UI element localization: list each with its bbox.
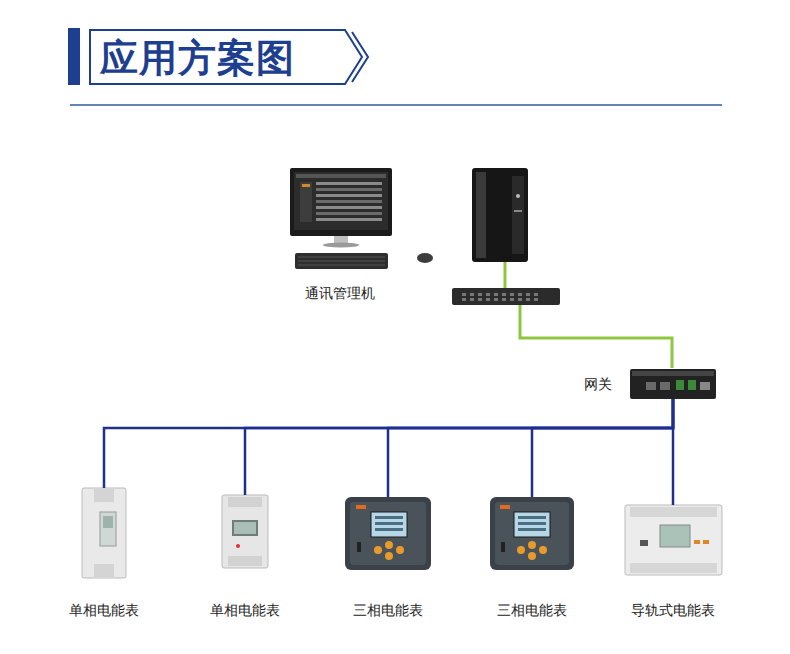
device-label: 单相电能表 <box>208 601 282 619</box>
gateway-device <box>630 369 716 399</box>
title-bar <box>68 28 80 85</box>
bus-line <box>245 399 673 495</box>
meter-device <box>222 495 268 568</box>
bus-line <box>388 399 673 497</box>
meter-device <box>82 488 126 578</box>
meter-node: 三相电能表 <box>490 497 574 619</box>
meter-device <box>345 497 431 570</box>
device-area <box>67 488 141 578</box>
meter-node: 导轨式电能表 <box>625 505 722 619</box>
title-chevron <box>352 32 368 82</box>
device-label: 导轨式电能表 <box>625 601 722 619</box>
meter-device <box>490 497 574 570</box>
meter-device <box>625 505 722 575</box>
gateway-node: 网关 <box>584 369 716 399</box>
divider <box>70 104 722 106</box>
device-area <box>208 495 282 568</box>
device-area <box>625 505 722 575</box>
device-label: 通讯管理机 <box>288 284 392 302</box>
network-switch <box>452 288 560 305</box>
title-frame <box>90 30 362 84</box>
device-label: 网关 <box>584 375 612 393</box>
server-tower <box>472 168 528 262</box>
meter-node: 单相电能表 <box>67 488 141 619</box>
device-label: 单相电能表 <box>67 601 141 619</box>
device-area <box>345 497 431 570</box>
device-area <box>288 168 392 272</box>
bus-line <box>672 399 675 505</box>
meter-node: 三相电能表 <box>345 497 431 619</box>
meter-node: 单相电能表 <box>208 495 282 619</box>
device-label: 三相电能表 <box>345 601 431 619</box>
ethernet-wire <box>520 305 672 368</box>
bus-line <box>532 399 673 497</box>
diagram-title: 应用方案图 <box>100 33 295 84</box>
monitor <box>290 168 433 269</box>
computer-node: 通讯管理机 <box>288 168 392 302</box>
device-label: 三相电能表 <box>490 601 574 619</box>
ethernet-wire <box>504 262 507 288</box>
device-area <box>490 497 574 570</box>
device-area <box>630 369 716 399</box>
